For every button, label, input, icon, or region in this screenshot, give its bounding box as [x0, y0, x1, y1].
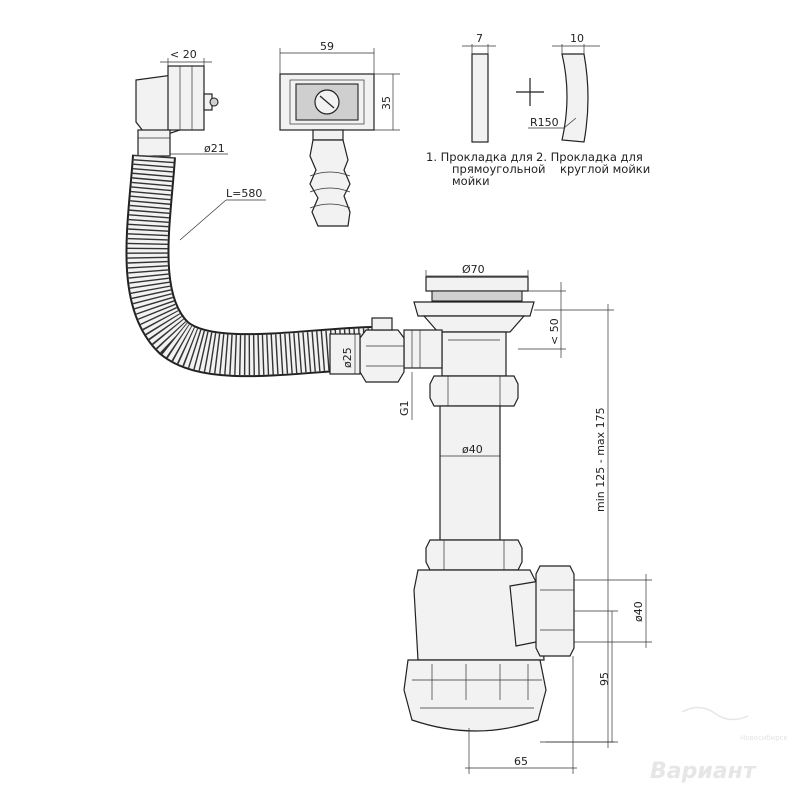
note1-line2: прямоугольной — [452, 162, 546, 176]
notes: 1. Прокладка для прямоугольной мойки 2. … — [426, 150, 650, 188]
corrugated-hose — [125, 154, 373, 378]
note2-line2: круглой мойки — [560, 162, 650, 176]
grille-height-label: 35 — [380, 96, 393, 110]
height-range-label: min 125 - max 175 — [594, 407, 607, 512]
dim-thread: G1 — [398, 372, 413, 420]
dim-outlet-dia: Ø70 — [425, 263, 529, 277]
overflow-head — [135, 65, 219, 157]
watermark-logo: Вариант Новосибирск — [650, 706, 788, 784]
outlet-side-dia-label: ø40 — [632, 601, 645, 622]
note1-line3: мойки — [452, 174, 490, 188]
dim-overflow-dia: ø21 — [170, 142, 228, 155]
plus-sign — [516, 78, 544, 106]
dim-bottom-height: 95 — [540, 610, 618, 743]
dim-bottom-offset: 65 — [465, 656, 577, 774]
pipe-dia-label: ø40 — [462, 443, 483, 456]
gasket2-radius-label: R150 — [530, 116, 559, 129]
bottom-height-label: 95 — [598, 672, 611, 686]
dim-pipe-dia: ø40 — [440, 443, 500, 457]
watermark-city: Новосибирск — [740, 734, 788, 742]
dim-outlet-side-dia: ø40 — [574, 574, 652, 648]
note2-line1: 2. Прокладка для — [536, 150, 643, 164]
thread-label: G1 — [398, 400, 411, 416]
note1-line1: 1. Прокладка для — [426, 150, 533, 164]
dim-grille-height: 35 — [374, 73, 400, 131]
dim-grille-width: 59 — [279, 40, 375, 74]
dim-side-dia: ø25 — [341, 334, 356, 374]
side-dia-label: ø25 — [341, 347, 354, 368]
gasket2-thickness-label: 10 — [570, 32, 584, 45]
gasket1-thickness-label: 7 — [476, 32, 483, 45]
gasket-rectangular: 7 — [462, 32, 496, 143]
dim-overflow-offset: < 20 — [160, 48, 212, 66]
overflow-dia-label: ø21 — [204, 142, 225, 155]
overflow-offset-label: < 20 — [170, 48, 197, 61]
dim-hose-length: L=580 — [179, 187, 266, 241]
hose-length-label: L=580 — [226, 187, 262, 200]
watermark-brand: Вариант — [650, 759, 757, 784]
overflow-grille — [279, 73, 375, 227]
grille-width-label: 59 — [320, 40, 334, 53]
bottom-offset-label: 65 — [514, 755, 528, 768]
dim-outlet-height: < 50 — [518, 282, 566, 358]
gasket-round: 10 R150 — [528, 32, 600, 143]
siphon-assembly — [329, 276, 575, 732]
outlet-dia-label: Ø70 — [462, 263, 485, 276]
outlet-height-label: < 50 — [548, 318, 561, 345]
